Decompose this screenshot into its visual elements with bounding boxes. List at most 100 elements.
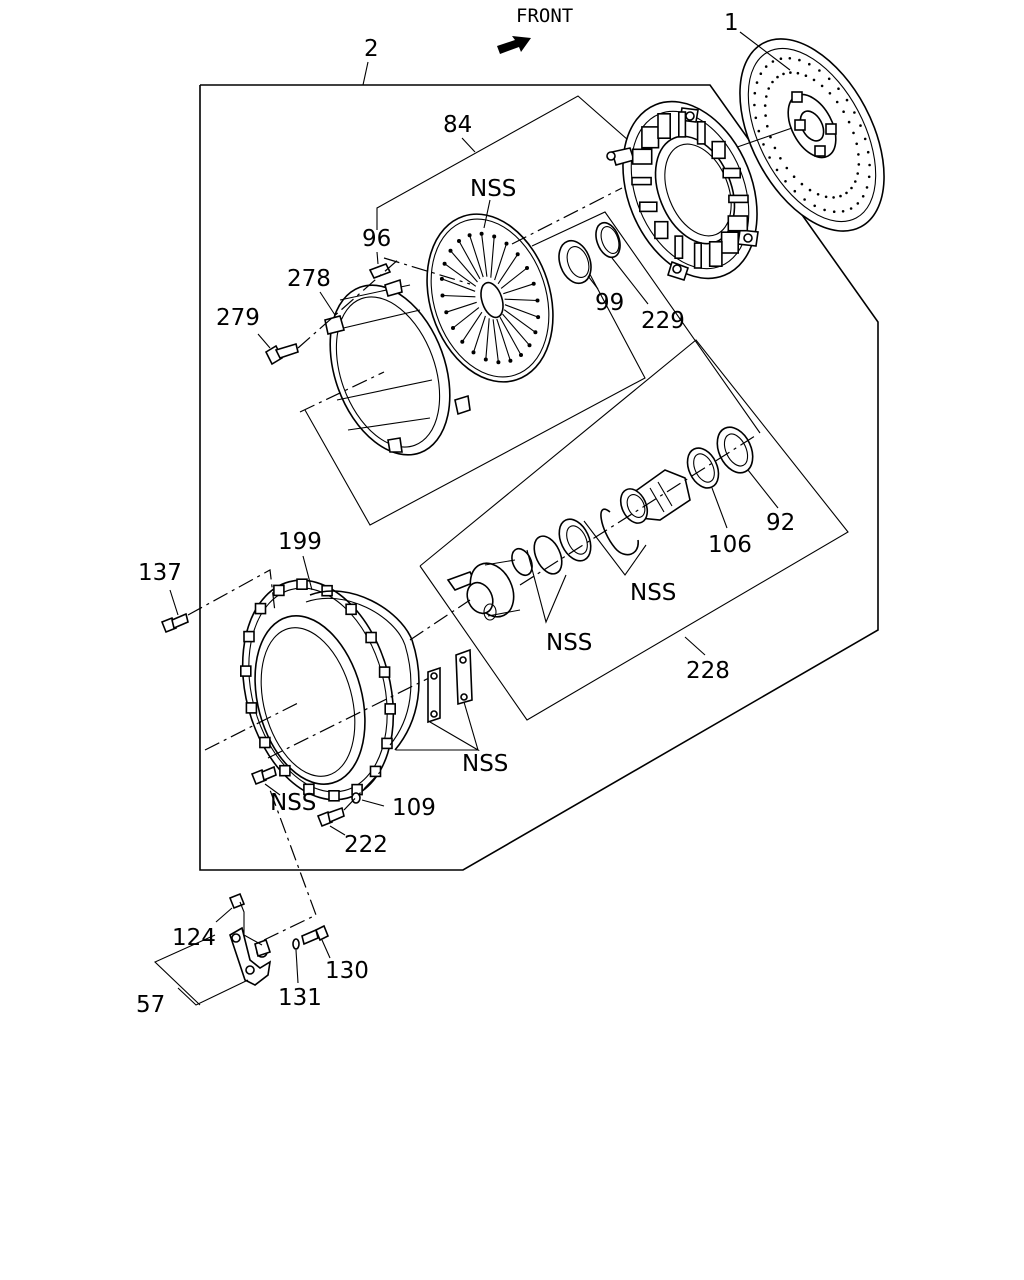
friction-dot bbox=[865, 186, 869, 189]
spring-finger bbox=[502, 313, 530, 346]
callout-99: 99 bbox=[595, 290, 624, 316]
callout-57: 57 bbox=[136, 992, 165, 1018]
center-link-housing-bolt bbox=[267, 674, 436, 759]
spring-finger-tip bbox=[444, 310, 449, 315]
friction-dot bbox=[850, 186, 853, 190]
friction-dot bbox=[861, 195, 865, 198]
leader-109 bbox=[361, 799, 385, 807]
spring-finger bbox=[469, 235, 484, 278]
friction-dot bbox=[789, 71, 792, 74]
friction-dot bbox=[757, 129, 761, 133]
friction-dot bbox=[854, 180, 857, 183]
spring-finger-tip bbox=[471, 350, 476, 355]
spring-finger-tip bbox=[492, 234, 497, 239]
callout-92: 92 bbox=[766, 510, 795, 536]
friction-dot bbox=[785, 166, 789, 170]
bolt-222 bbox=[316, 806, 345, 828]
leader-nss-bolt bbox=[264, 783, 281, 796]
callout-199: 199 bbox=[278, 529, 322, 555]
plate-tooth bbox=[657, 113, 671, 140]
plate-tooth bbox=[711, 140, 726, 160]
plate-tooth bbox=[693, 242, 702, 269]
friction-dot bbox=[798, 58, 801, 62]
friction-dot bbox=[788, 57, 792, 60]
friction-dot bbox=[835, 100, 839, 104]
callout-109: 109 bbox=[392, 795, 436, 821]
leader-nss-bearing-a bbox=[526, 549, 567, 624]
leader-1 bbox=[739, 31, 791, 71]
leader-nss-bracket bbox=[396, 701, 481, 752]
callout-96: 96 bbox=[362, 226, 391, 252]
friction-dot bbox=[808, 62, 811, 66]
friction-dot bbox=[841, 210, 845, 213]
housing-lug bbox=[273, 584, 285, 597]
friction-dot bbox=[779, 57, 783, 60]
spring-finger-tip bbox=[531, 281, 536, 286]
center-link-spring bbox=[383, 257, 471, 285]
retaining-ring bbox=[600, 508, 639, 556]
subassembly-84-outline bbox=[376, 95, 629, 230]
housing-lug bbox=[384, 703, 397, 715]
bolt-nss bbox=[250, 765, 277, 786]
clutch-housing bbox=[240, 578, 397, 802]
callout-nss-bolt: NSS bbox=[270, 790, 316, 816]
friction-dot bbox=[813, 204, 816, 208]
spring-finger bbox=[444, 263, 477, 287]
friction-dot bbox=[784, 180, 787, 183]
friction-dot bbox=[845, 191, 848, 195]
spring-finger bbox=[446, 301, 477, 313]
washer-131 bbox=[292, 938, 300, 950]
spring-finger-tip bbox=[439, 276, 444, 281]
leader-84 bbox=[461, 137, 476, 153]
leader-92 bbox=[747, 469, 779, 509]
friction-dot bbox=[753, 91, 757, 95]
spring-finger-tip bbox=[535, 298, 540, 303]
spring-finger-tip bbox=[442, 261, 447, 266]
friction-dot bbox=[812, 78, 816, 82]
pressure-plate-84 bbox=[606, 100, 759, 281]
plate-tooth bbox=[641, 126, 660, 149]
friction-dot bbox=[793, 189, 797, 193]
cover-box-outline bbox=[304, 264, 646, 526]
friction-dot bbox=[753, 103, 756, 107]
friction-dot bbox=[816, 193, 820, 196]
spring-finger-tip bbox=[519, 353, 523, 357]
clutch-cover-278 bbox=[324, 278, 471, 456]
leader-222 bbox=[329, 825, 346, 836]
friction-dot bbox=[767, 87, 770, 90]
plate-tooth bbox=[631, 176, 652, 186]
center-link-plate bbox=[511, 187, 623, 245]
leader-96 bbox=[376, 251, 379, 265]
housing-lug bbox=[328, 789, 340, 802]
housing-lug bbox=[254, 602, 267, 615]
friction-dot bbox=[765, 95, 768, 98]
plate-tooth bbox=[696, 121, 706, 145]
center-link-bolt bbox=[297, 257, 401, 349]
spring-finger bbox=[481, 233, 488, 277]
leader-nss-bearing-b bbox=[583, 520, 647, 576]
spring-finger-tip bbox=[451, 326, 455, 330]
housing-lug bbox=[245, 702, 258, 714]
friction-dot bbox=[857, 153, 860, 156]
release-sleeve bbox=[619, 469, 691, 524]
friction-dot bbox=[827, 77, 831, 81]
bearing-rings bbox=[511, 518, 592, 577]
cover-box-link bbox=[531, 211, 761, 434]
friction-dot bbox=[808, 188, 812, 192]
spring-finger-tip bbox=[536, 315, 541, 320]
friction-dot bbox=[773, 146, 777, 150]
callout-124: 124 bbox=[172, 925, 216, 951]
spring-finger bbox=[442, 294, 476, 298]
center-link-bearing bbox=[519, 435, 756, 586]
plate-tooth bbox=[720, 231, 739, 254]
leader-229 bbox=[611, 257, 649, 305]
spring-finger bbox=[490, 236, 495, 278]
spring-finger bbox=[504, 298, 538, 302]
plate-tooth bbox=[727, 215, 749, 232]
spring-finger bbox=[504, 304, 539, 318]
friction-dot bbox=[857, 163, 861, 166]
leader-106 bbox=[711, 487, 728, 529]
friction-dot bbox=[820, 84, 824, 88]
friction-dot bbox=[769, 135, 772, 139]
